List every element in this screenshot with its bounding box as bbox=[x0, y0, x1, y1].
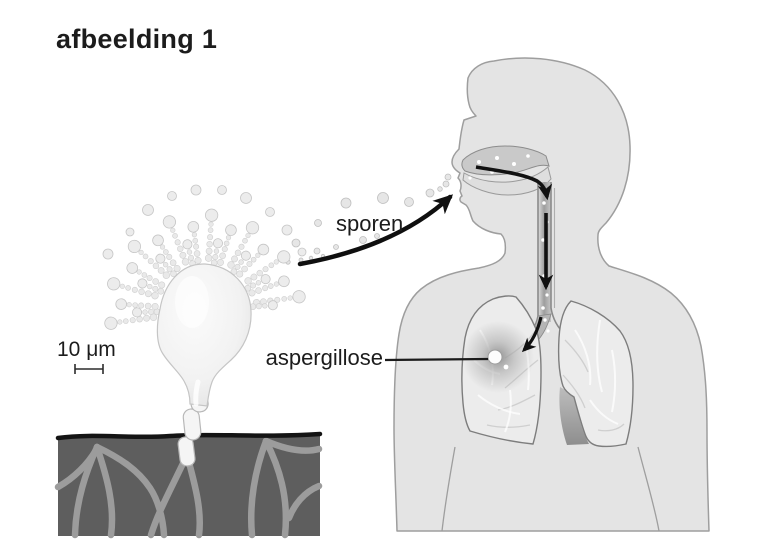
aspergilloma-ball bbox=[487, 349, 503, 365]
aspergillus-fungus-illustration bbox=[102, 184, 307, 467]
aspergilloma-site bbox=[462, 321, 534, 393]
aspergillose-label: aspergillose bbox=[265, 345, 383, 370]
airflow-arrow-nasal bbox=[475, 165, 553, 201]
spores-label: sporen bbox=[336, 211, 404, 236]
vesicle-highlight bbox=[175, 276, 209, 328]
right-lung bbox=[557, 300, 634, 448]
stipe-highlight bbox=[193, 379, 201, 407]
scale-bar-label: 10 μm bbox=[57, 338, 116, 361]
mediastinum-shadow bbox=[559, 387, 589, 445]
right-lung-veins bbox=[562, 319, 625, 432]
right-arm-inner-line bbox=[637, 446, 660, 532]
aspergillose-pointer-line bbox=[384, 357, 489, 362]
mouth-palate bbox=[462, 166, 552, 196]
human-figure-illustration bbox=[393, 57, 710, 532]
airflow-arrow-bronchus bbox=[521, 316, 543, 353]
scale-bar bbox=[74, 364, 104, 374]
detached-spores bbox=[102, 184, 307, 260]
left-lung bbox=[461, 295, 542, 445]
left-arm-inner-line bbox=[441, 446, 456, 532]
spore-cloud bbox=[285, 173, 452, 265]
page-title: afbeelding 1 bbox=[56, 24, 218, 54]
inhalation-arrow bbox=[297, 194, 454, 267]
soil-surface-line bbox=[55, 431, 323, 441]
